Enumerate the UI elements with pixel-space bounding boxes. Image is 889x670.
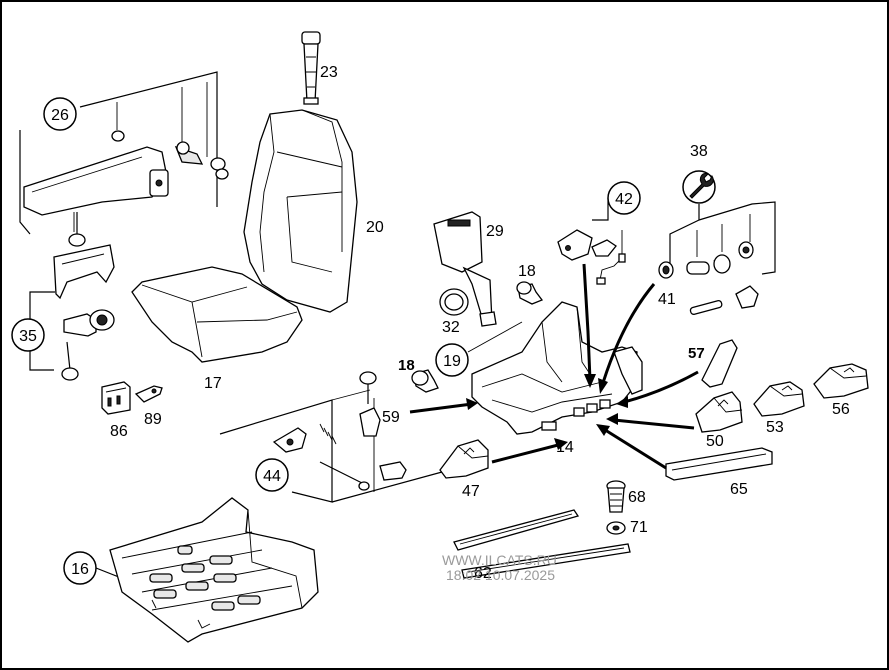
callout-26[interactable] [43,97,77,131]
label-32: 32 [442,319,460,336]
connector-parts: 86 89 [101,381,163,440]
callout-44[interactable] [255,458,289,492]
label-65: 65 [730,481,748,498]
label-89: 89 [144,411,162,428]
label-17: 17 [204,375,222,392]
watermark: WWW.ILCATS.RU 18:02 10.07.2025 [442,552,557,583]
coil-springs [149,545,261,611]
label-71: 71 [630,519,648,536]
belt-buckle-group: 29 32 18 19 [433,211,544,377]
callout-16-label: 16 [71,561,89,578]
seat-cushion: 17 [131,266,303,392]
callout-42[interactable] [607,181,641,215]
seat-rails-62: 62 [453,509,631,582]
label-53: 53 [766,419,784,436]
watermark-timestamp: 18:02 10.07.2025 [446,567,555,583]
callout-35-label: 35 [19,328,37,345]
callout-16[interactable] [63,551,97,585]
watermark-site: WWW.ILCATS.RU [442,552,557,568]
spring-set-38: 38 41 [658,143,776,315]
label-59: 59 [382,409,400,426]
bolt-18: 18 [398,357,439,393]
recliner-knob-group: 35 [11,244,115,381]
callout-44-label: 44 [263,468,281,485]
label-23: 23 [320,64,338,81]
rail-cover-65: 65 [665,447,773,498]
callout-19[interactable] [435,343,469,377]
lever-57: 57 [688,339,738,388]
backrest: 20 [243,109,384,313]
callout-26-label: 26 [51,107,69,124]
label-47: 47 [462,483,480,500]
bolt-68-nut-71: 68 71 [606,480,648,536]
trim-covers: 50 53 56 [695,363,869,450]
mechanism-group-44: 59 44 [219,371,443,503]
harness-42: 42 [557,181,641,285]
label-56: 56 [832,401,850,418]
headrest-post: 23 [301,31,338,105]
callout-19-label: 19 [443,353,461,370]
label-41: 41 [658,291,676,308]
seat-pan-16: 16 [63,497,319,643]
callout-35[interactable] [11,318,45,352]
trim-47: 47 [439,439,489,500]
callout-42-label: 42 [615,191,633,208]
armrest-group: 26 [19,71,229,247]
label-38: 38 [690,143,708,160]
label-20: 20 [366,219,384,236]
label-29: 29 [486,223,504,240]
seat-frame: 14 [471,301,643,456]
label-62: 62 [474,565,492,582]
label-18-top: 18 [518,263,536,280]
label-68: 68 [628,489,646,506]
label-57: 57 [688,345,705,362]
label-18-left: 18 [398,357,415,374]
label-86: 86 [110,423,128,440]
assembly-arrows [409,263,699,470]
label-50: 50 [706,433,724,450]
